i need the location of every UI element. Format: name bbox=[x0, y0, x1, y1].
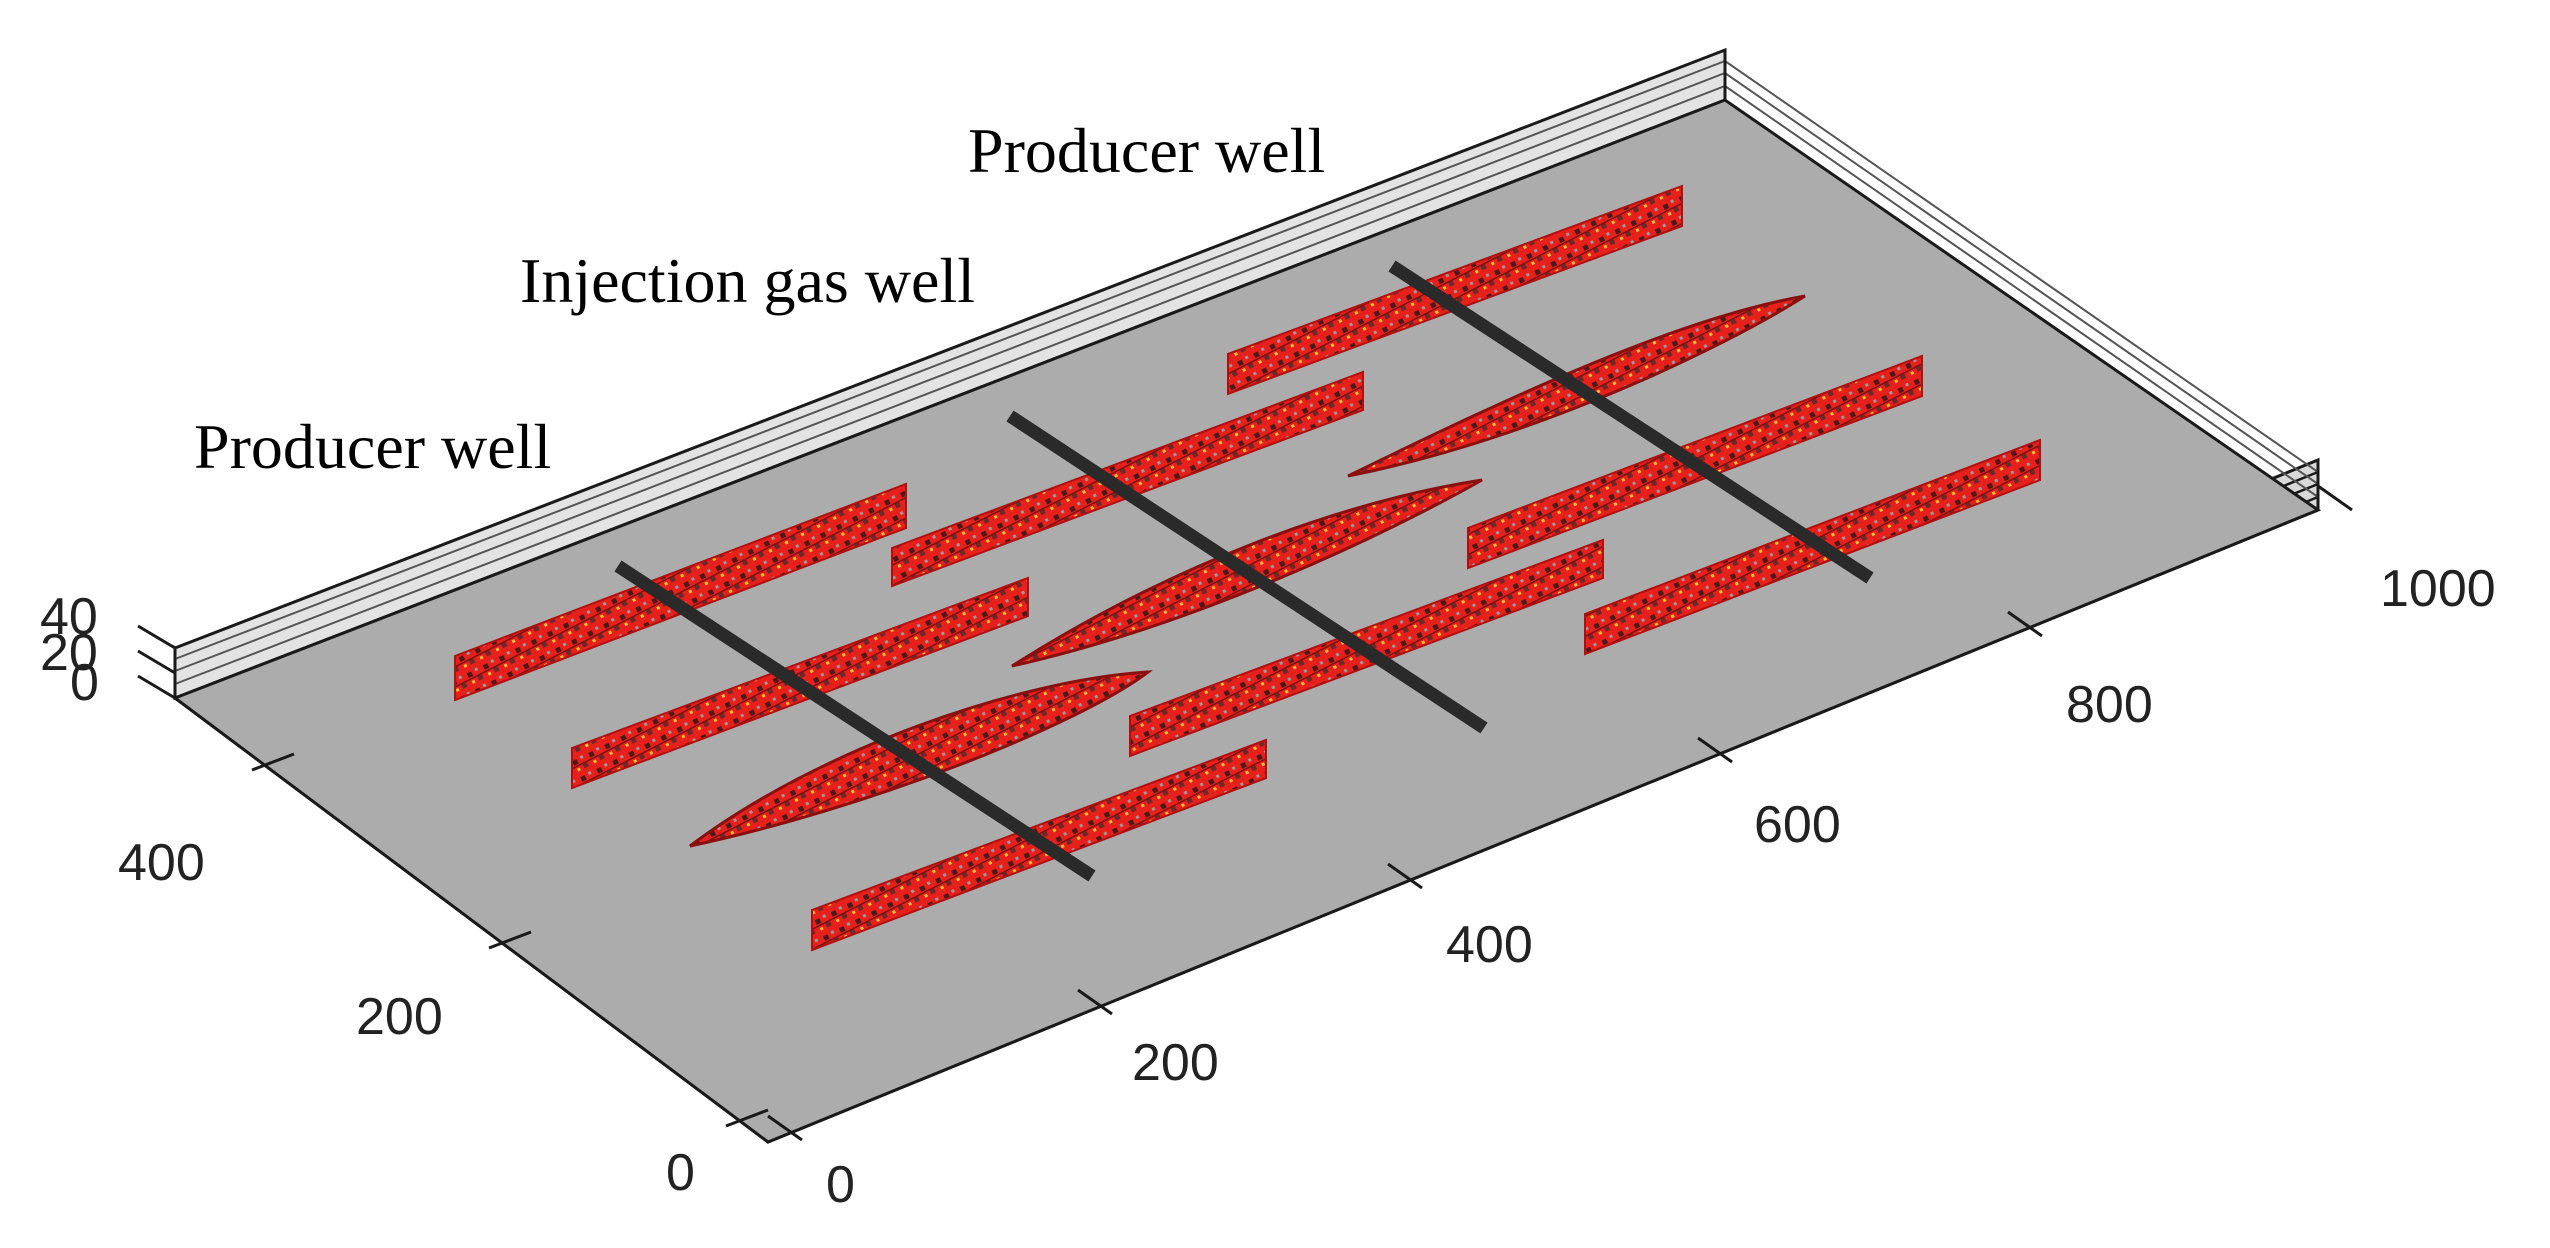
z-tick-label: 40 bbox=[40, 588, 98, 646]
y-tick-mark bbox=[725, 1108, 769, 1128]
x-tick-mark bbox=[2317, 484, 2353, 512]
axes: 0 200 400 600 800 1000 0 200 400 0 20 40 bbox=[40, 484, 2496, 1214]
y-tick-mark bbox=[488, 930, 532, 950]
z-tick-label: 20 bbox=[40, 624, 98, 682]
x-tick-label: 200 bbox=[1132, 1034, 1219, 1092]
fracture bbox=[1227, 184, 1683, 396]
y-tick-label: 400 bbox=[118, 834, 205, 892]
x-tick-mark bbox=[1697, 736, 1733, 764]
x-tick-label: 800 bbox=[2066, 676, 2153, 734]
wells bbox=[614, 260, 1874, 882]
label-producer-well-back: Producer well bbox=[968, 115, 1325, 186]
x-tick-label: 600 bbox=[1754, 796, 1841, 854]
x-tick-mark bbox=[767, 1114, 803, 1142]
label-injection-gas-well: Injection gas well bbox=[520, 245, 975, 316]
label-producer-well-front: Producer well bbox=[194, 411, 551, 482]
x-tick-label: 1000 bbox=[2380, 560, 2496, 618]
x-tick-mark bbox=[1387, 862, 1423, 890]
z-tick-mark bbox=[137, 674, 176, 700]
producer-well-front bbox=[614, 560, 1096, 882]
x-tick-label: 0 bbox=[826, 1156, 855, 1214]
z-tick-label: 0 bbox=[70, 654, 99, 712]
x-tick-mark bbox=[1077, 988, 1113, 1016]
x-tick-label: 400 bbox=[1446, 916, 1533, 974]
injection-gas-well bbox=[1006, 410, 1488, 734]
matrix-top-surface bbox=[171, 98, 2322, 1144]
x-tick-mark bbox=[2007, 610, 2043, 638]
fracture bbox=[454, 482, 907, 702]
z-tick-mark bbox=[137, 649, 176, 675]
y-tick-label: 200 bbox=[356, 988, 443, 1046]
producer-well-back bbox=[1388, 260, 1874, 584]
fracture bbox=[891, 370, 1364, 588]
y-tick-label: 0 bbox=[666, 1144, 695, 1202]
y-tick-mark bbox=[251, 752, 295, 772]
z-tick-mark bbox=[137, 624, 176, 650]
